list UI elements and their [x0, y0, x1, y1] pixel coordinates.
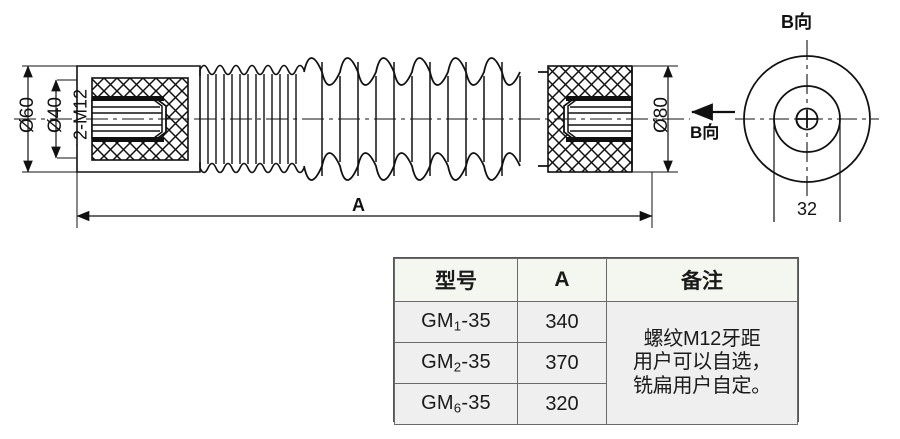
dimension-label-flange-diameter: Ø80: [651, 97, 672, 133]
end-view-B: [735, 40, 879, 222]
table-header-row: 型号 A 备注: [394, 258, 798, 302]
model-suffix: -35: [461, 310, 491, 333]
dimension-label-thread: 2-M12: [70, 88, 91, 141]
end-view-title-label: B向: [781, 12, 812, 32]
model-subscript: 2: [453, 359, 462, 375]
model-prefix: GM: [421, 351, 454, 374]
column-header-model: 型号: [394, 258, 518, 302]
table-row: GM1-35 340 螺纹M12牙距 用户可以自选， 铣扁用户自定。: [394, 301, 798, 425]
table-row: GM2-35 370: [394, 342, 798, 384]
remark-line-3: 铣扁用户自定。: [633, 374, 771, 397]
cell-remark: 螺纹M12牙距 用户可以自选， 铣扁用户自定。: [606, 301, 798, 425]
end-view-width-dimension: [773, 120, 841, 222]
length-dimension-A: [76, 172, 653, 228]
remark-line-2: 用户可以自选，: [633, 351, 771, 374]
cell-model-3: GM6-35: [394, 383, 518, 425]
model-suffix: -35: [461, 392, 491, 415]
model-subscript: 6: [453, 400, 462, 416]
dimension-label-outer-diameter: Ø60: [17, 97, 38, 133]
cell-a-3: 320: [517, 383, 607, 425]
column-header-a: A: [517, 258, 607, 302]
cell-a-2: 370: [517, 342, 607, 384]
cell-model-1: GM1-35: [394, 301, 518, 343]
model-prefix: GM: [421, 392, 454, 415]
dimension-label-length-A: A: [352, 195, 365, 215]
end-view-width-label: 32: [796, 199, 818, 219]
model-subscript: 1: [453, 318, 462, 334]
flange-diameter-dimension: [633, 65, 678, 173]
model-prefix: GM: [421, 310, 454, 333]
dimension-label-inner-diameter: Ø40: [45, 97, 66, 133]
remark-line-1: 螺纹M12牙距: [643, 327, 761, 350]
table-row: GM6-35 320: [394, 383, 798, 425]
cell-model-2: GM2-35: [394, 342, 518, 384]
specification-table: 型号 A 备注 GM1-35 340 螺纹M12牙距 用户可以自选， 铣扁用户自…: [393, 257, 799, 425]
column-header-remark: 备注: [606, 258, 798, 302]
model-suffix: -35: [461, 351, 491, 374]
section-arrow-label-B: B向: [690, 123, 720, 142]
cell-a-1: 340: [517, 301, 607, 343]
